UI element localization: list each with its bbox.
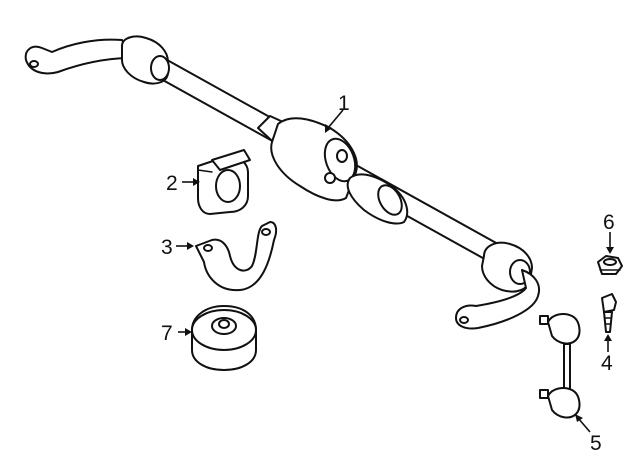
leader-3 [176,242,194,250]
leader-5 [575,414,591,433]
center-bushing-hole-lower [324,172,336,184]
stabilizer-bar [24,35,540,330]
leader-6 [606,232,614,254]
callout-6: 6 [603,211,615,234]
insulator [191,305,257,371]
bracket-hole-right [261,228,271,236]
stabilizer-bar-left-eye [29,60,39,68]
stabilizer-bar-center-bushing [257,115,409,225]
link [539,313,581,419]
bracket [195,221,278,292]
callout-2: 2 [166,172,178,195]
callout-4: 4 [601,352,613,375]
nut [597,255,623,275]
callout-7: 7 [161,322,173,345]
callout-1: 1 [338,92,350,115]
stabilizer-bar-left-bushing [121,35,170,85]
stabilizer-bar-left-arm [24,38,133,75]
leader-7 [178,328,192,336]
stabilizer-bar-right-eye [459,316,469,324]
callout-5: 5 [590,432,602,455]
leader-4 [604,334,612,352]
leader-1 [325,109,344,133]
center-bushing-hole-upper [336,149,348,163]
stabilizer-bar-right-arm [455,269,540,330]
leader-2 [182,178,200,186]
bracket-hole-left [203,244,213,252]
bushing [197,149,251,215]
bolt [601,293,617,333]
callout-3: 3 [161,236,173,259]
